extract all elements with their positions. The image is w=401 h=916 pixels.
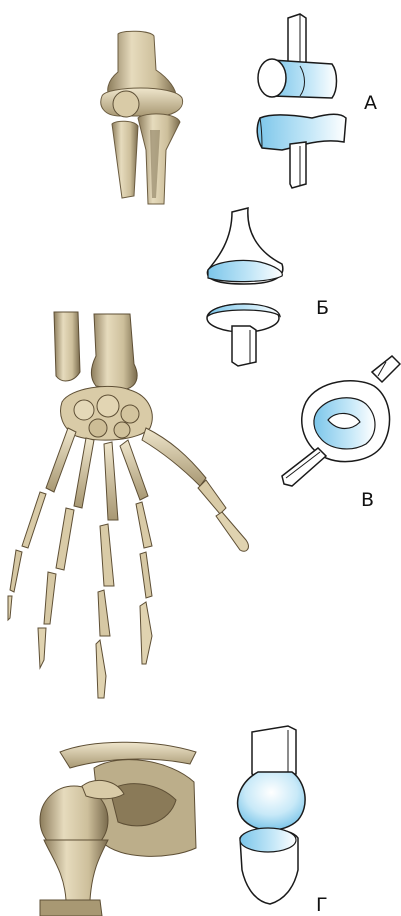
label-v: В: [361, 491, 374, 510]
elbow-bones-illustration: [101, 31, 183, 204]
label-g: Г: [316, 896, 328, 915]
shoulder-bones-illustration: [40, 742, 196, 916]
hinge-joint-model: [257, 14, 346, 188]
hand-skeleton-illustration: [8, 312, 248, 698]
label-a: А: [364, 94, 377, 113]
saddle-joint-model: [282, 356, 400, 486]
label-b: Б: [316, 299, 329, 318]
ball-and-socket-joint-model: [238, 726, 305, 904]
ellipsoid-joint-model: [207, 208, 283, 366]
